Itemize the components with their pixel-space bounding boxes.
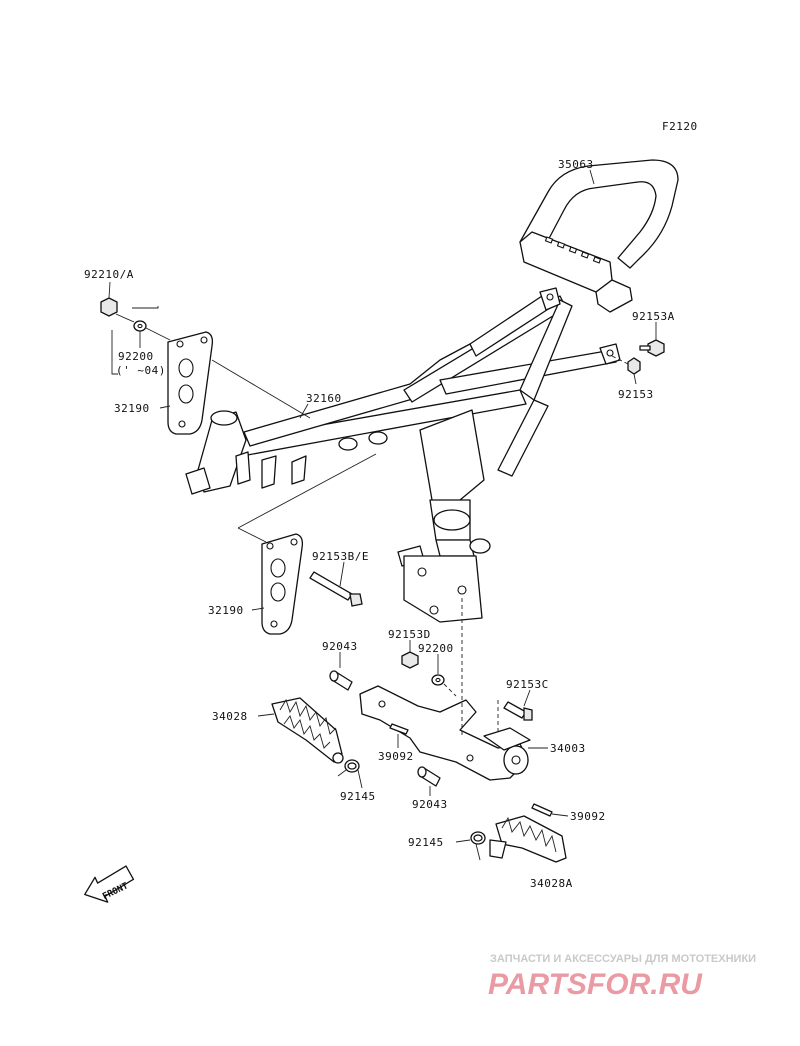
label-92210a: 92210/A <box>84 268 134 281</box>
label-92153a: 92153A <box>632 310 675 323</box>
spring-92145-lower <box>470 831 486 861</box>
label-92153d: 92153D <box>388 628 431 641</box>
label-92043-upper: 92043 <box>322 640 358 653</box>
watermark-tagline: ЗАПЧАСТИ И АКСЕССУАРЫ ДЛЯ МОТОТЕХНИКИ <box>490 953 756 965</box>
label-92145-left: 92145 <box>340 790 376 803</box>
rear-carrier-35063 <box>519 159 679 313</box>
label-92043-lower: 92043 <box>412 798 448 811</box>
label-34028: 34028 <box>212 710 248 723</box>
label-34028a: 34028A <box>530 877 573 890</box>
footpeg-34028a <box>489 815 567 863</box>
engine-plate-32190-upper <box>167 331 214 435</box>
footrest-mount-bracket <box>403 555 483 623</box>
label-32190-upper: 32190 <box>114 402 150 415</box>
label-32190-lower: 32190 <box>208 604 244 617</box>
label-39092-left: 39092 <box>378 750 414 763</box>
front-direction-arrow: FRONT <box>84 865 135 903</box>
nut-92210a <box>100 297 118 317</box>
label-39092-right: 39092 <box>570 810 606 823</box>
spring-92145-left <box>337 759 360 777</box>
label-92200-top: 92200 <box>118 350 154 363</box>
bolt-92153 <box>627 357 641 375</box>
cotter-pin-39092-left <box>389 723 409 735</box>
watermark-brand: PARTSFOR.RU <box>488 968 703 1001</box>
label-92153c: 92153C <box>506 678 549 691</box>
label-92145-lower: 92145 <box>408 836 444 849</box>
label-34003: 34003 <box>550 742 586 755</box>
pin-92043-upper <box>329 670 353 691</box>
washer-92200-top <box>133 320 147 332</box>
label-92153be: 92153B/E <box>312 550 369 563</box>
pin-92043-lower <box>417 766 441 787</box>
label-92153: 92153 <box>618 388 654 401</box>
label-92200-note: (' ~04) <box>116 364 166 377</box>
bolt-92153d <box>401 651 419 669</box>
footpeg-34028 <box>271 697 344 764</box>
label-35063: 35063 <box>558 158 594 171</box>
engine-plate-32190-lower <box>261 533 304 635</box>
label-32160: 32160 <box>306 392 342 405</box>
cotter-pin-39092-right <box>531 803 553 817</box>
bolt-92153a <box>639 339 665 357</box>
label-92200-mid: 92200 <box>418 642 454 655</box>
bolt-92153be <box>309 571 363 607</box>
main-frame-32160 <box>185 287 621 567</box>
footrest-bracket-34003 <box>359 685 531 781</box>
washer-92200-mid <box>431 674 445 686</box>
figure-code: F2120 <box>662 120 698 133</box>
bolt-92153c <box>503 701 533 721</box>
